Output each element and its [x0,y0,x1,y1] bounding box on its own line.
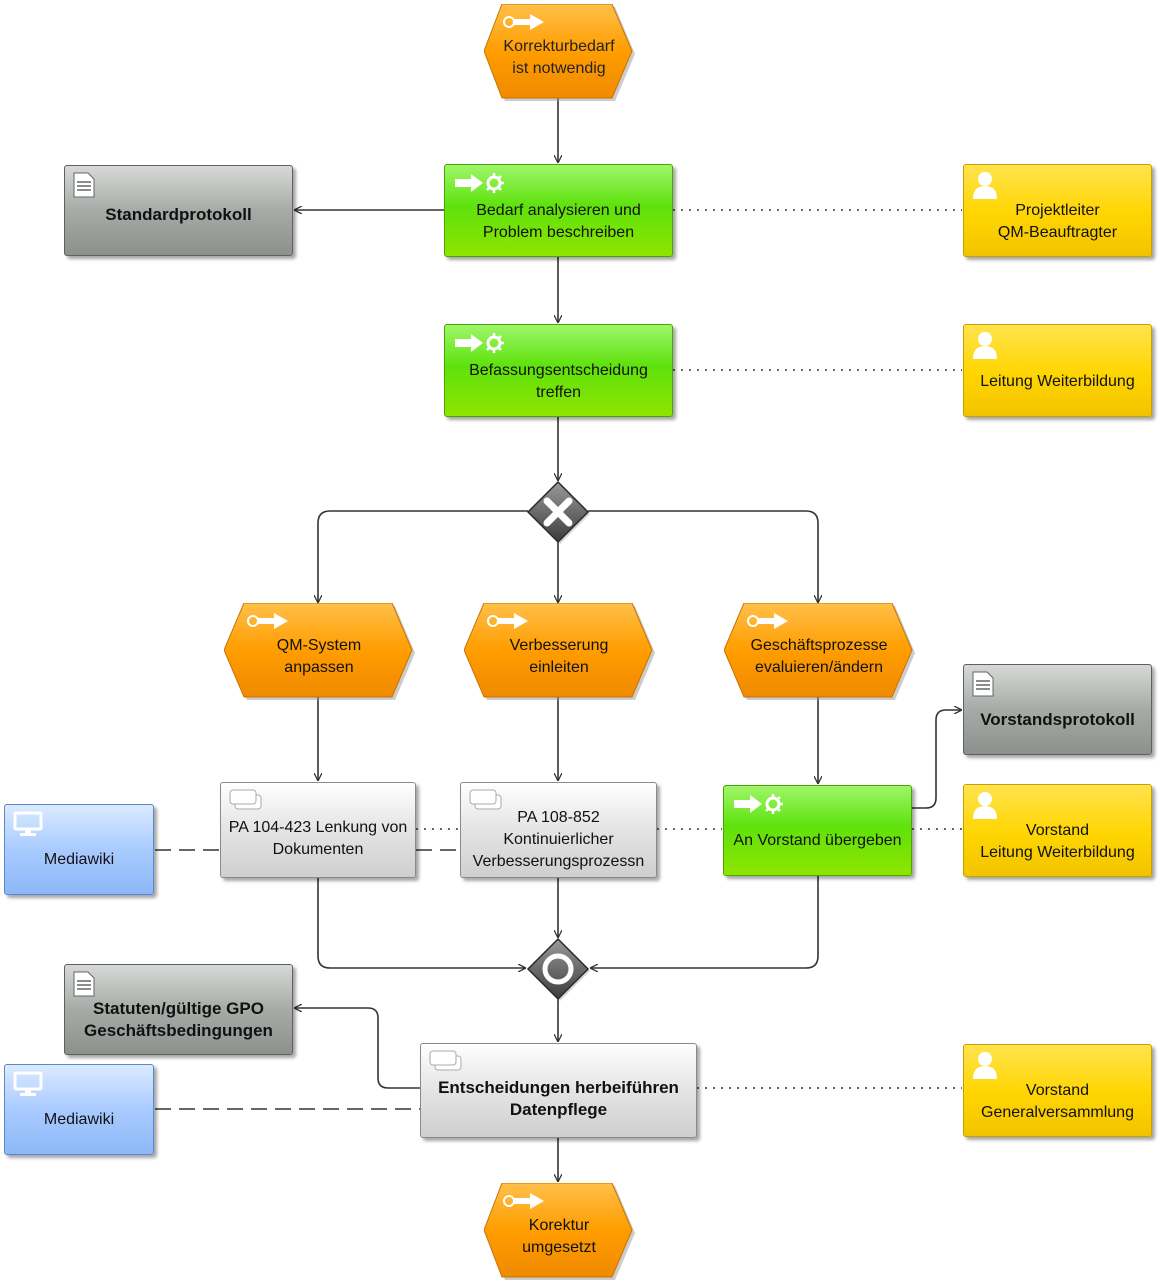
event-verbesserung[interactable]: Verbesserung einleiten [464,603,655,700]
event-shape [484,4,635,101]
role-projektleiter[interactable]: Projektleiter QM-Beauftragter [963,164,1152,257]
document-label: Statuten/gültige GPO Geschäftsbedingunge… [84,998,273,1040]
function-befassungsentscheidung[interactable]: Befassungsentscheidung treffen [444,324,673,417]
flow-pa104-to-join [317,878,526,968]
process-label: PA 108-852 Kontinuierlicher Verbesserung… [472,809,645,870]
role-label: Projektleiter QM-Beauftragter [997,201,1118,241]
event-korrektur-umgesetzt[interactable]: Korektur umgesetzt [484,1183,635,1280]
process-interface-icon [229,789,265,818]
or-icon [526,937,590,1001]
monitor-icon [13,811,43,844]
process-interface-icon [429,1050,465,1078]
event-shape [724,603,915,700]
process-pa104[interactable]: PA 104-423 Lenkung von Dokumenten [220,782,416,878]
document-label: Vorstandsprotokoll [980,709,1135,729]
person-icon [972,791,998,826]
system-mediawiki-1[interactable]: Mediawiki [4,804,154,895]
event-label: Geschäftsprozesse evaluieren/ändern [750,637,888,676]
monitor-icon [13,1071,43,1104]
function-bedarf-analysieren[interactable]: Bedarf analysieren und Problem beschreib… [444,164,673,257]
function-label: Befassungsentscheidung treffen [469,361,648,401]
xor-icon [526,480,590,544]
function-label: Bedarf analysieren und Problem beschreib… [476,201,641,241]
role-label: Leitung Weiterbildung [980,372,1135,390]
document-icon [73,971,95,1003]
flow-split-to-qm [318,510,528,603]
function-label: An Vorstand übergeben [733,831,902,849]
event-label: Korektur umgesetzt [522,1217,596,1256]
flow-f3-to-join [590,876,819,968]
process-label: PA 104-423 Lenkung von Dokumenten [228,819,408,858]
or-gateway[interactable] [526,937,590,1001]
role-label: Vorstand Generalversammlung [981,1081,1134,1121]
function-icon [732,792,784,823]
event-label: QM-System anpassen [276,637,362,676]
process-entscheidungen[interactable]: Entscheidungen herbeiführen Datenpflege [420,1043,697,1138]
event-shape [224,603,415,700]
event-qm-system[interactable]: QM-System anpassen [224,603,415,700]
role-vorstand-generalversammlung[interactable]: Vorstand Generalversammlung [963,1044,1152,1137]
person-icon [972,171,998,206]
process-pa108[interactable]: PA 108-852 Kontinuierlicher Verbesserung… [460,782,657,878]
flow-f3-to-vorstandsprotokoll [912,710,962,809]
person-icon [972,331,998,366]
event-shape [484,1183,635,1280]
role-label: Vorstand Leitung Weiterbildung [980,821,1135,861]
person-icon [972,1051,998,1086]
flow-entsch-to-statuten [294,1008,420,1089]
document-icon [73,172,95,204]
document-vorstandsprotokoll[interactable]: Vorstandsprotokoll [963,664,1152,755]
event-label: Korrekturbedarf ist notwendig [503,38,615,77]
role-leitung-weiterbildung[interactable]: Leitung Weiterbildung [963,324,1152,417]
event-korrekturbedarf[interactable]: Korrekturbedarf ist notwendig [484,4,635,101]
system-mediawiki-2[interactable]: Mediawiki [4,1064,154,1155]
system-label: Mediawiki [43,850,115,868]
process-label: Entscheidungen herbeiführen Datenpflege [438,1077,679,1119]
document-statuten[interactable]: Statuten/gültige GPO Geschäftsbedingunge… [64,964,293,1055]
process-interface-icon [469,789,505,818]
xor-gateway[interactable] [526,480,590,544]
role-vorstand-leitung[interactable]: Vorstand Leitung Weiterbildung [963,784,1152,877]
document-standardprotokoll[interactable]: Standardprotokoll [64,165,293,256]
system-label: Mediawiki [43,1110,115,1128]
document-icon [972,671,994,703]
function-an-vorstand[interactable]: An Vorstand übergeben [723,785,912,876]
event-geschaeftsprozesse[interactable]: Geschäftsprozesse evaluieren/ändern [724,603,915,700]
event-label: Verbesserung einleiten [509,637,609,676]
flow-split-to-gesch [588,510,818,603]
document-label: Standardprotokoll [105,204,252,224]
event-shape [464,603,655,700]
function-icon [453,171,505,202]
function-icon [453,331,505,362]
